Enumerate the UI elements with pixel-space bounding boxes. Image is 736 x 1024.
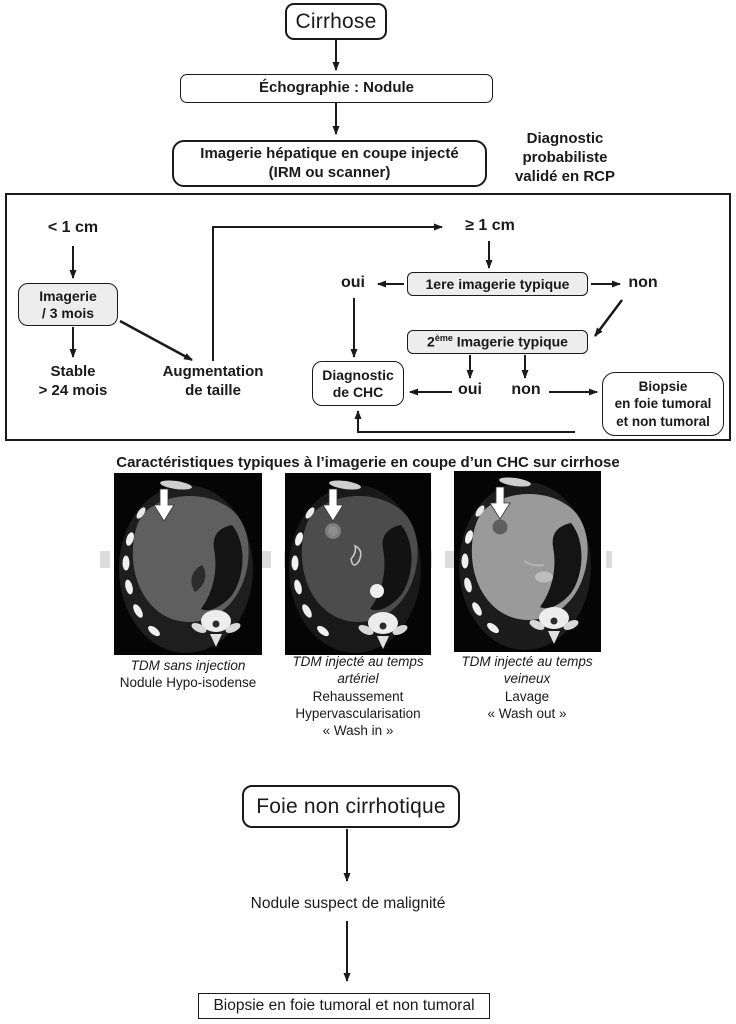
- biopsie-node: Biopsie en foie tumoral et non tumoral: [602, 372, 724, 436]
- stable-line2: > 24 mois: [38, 381, 108, 399]
- caption-line: « Wash out »: [487, 705, 567, 721]
- second-imaging-prefix: 2: [427, 333, 435, 350]
- nodule-arrow-icon: [489, 486, 511, 520]
- caption-line: « Wash in »: [322, 723, 394, 739]
- imagerie-line1: Imagerie hépatique en coupe injecté: [200, 144, 459, 162]
- biopsie-bottom-node: Biopsie en foie tumoral et non tumoral: [198, 993, 490, 1019]
- caption-line: Nodule Hypo-isodense: [119, 675, 257, 691]
- cirrhose-label: Cirrhose: [295, 9, 377, 33]
- first-imaging-node: 1ere imagerie typique: [407, 272, 588, 296]
- oui-2-label: oui: [453, 381, 487, 399]
- imagerie-3mois-line2: / 3 mois: [41, 304, 95, 321]
- first-imaging-label: 1ere imagerie typique: [425, 275, 570, 292]
- note-line3: validé en RCP: [514, 167, 616, 185]
- caption-unenhanced: TDM sans injection Nodule Hypo-isodense: [93, 657, 283, 692]
- second-imaging-node: 2ème Imagerie typique: [407, 330, 588, 354]
- vertebra: [529, 607, 579, 644]
- augmentation-label: Augmentation de taille: [152, 363, 274, 401]
- second-imaging-rest: Imagerie typique: [452, 333, 568, 350]
- algorithm-frame: [5, 193, 731, 441]
- foie-non-cirrhotique-node: Foie non cirrhotique: [242, 785, 460, 828]
- chc-line1: Diagnostic: [322, 366, 394, 383]
- diagnostic-chc-node: Diagnostic de CHC: [312, 361, 404, 406]
- imaging-section-title: Caractéristiques typiques à l’imagerie e…: [116, 454, 620, 471]
- biopsie-line3: et non tumoral: [616, 413, 710, 429]
- caption-line: TDM sans injection: [130, 658, 246, 673]
- oui-1-text: oui: [341, 274, 365, 291]
- non-2-label: non: [507, 381, 545, 399]
- lt-1cm-text: < 1 cm: [47, 219, 99, 236]
- echographie-label: Échographie : Nodule: [258, 79, 414, 97]
- biopsie-line2: en foie tumoral: [614, 396, 712, 412]
- caption-line: artériel: [337, 671, 379, 687]
- caption-venous: TDM injecté au temps veineux Lavage « Wa…: [441, 653, 613, 722]
- caption-line: Hypervascularisation: [295, 705, 421, 721]
- caption-line: veineux: [503, 671, 551, 687]
- nodule-suspect-text: Nodule suspect de malignité: [250, 895, 446, 912]
- foie-label: Foie non cirrhotique: [256, 794, 446, 818]
- augmentation-line1: Augmentation: [162, 363, 264, 380]
- diagnostic-probabiliste-note: Diagnostic probabiliste validé en RCP: [500, 130, 630, 186]
- cirrhose-node: Cirrhose: [285, 3, 387, 40]
- ct-scan-unenhanced-image: [114, 473, 262, 655]
- stable-line1: Stable: [50, 363, 96, 380]
- oui-2-text: oui: [458, 381, 482, 398]
- biopsie-line1: Biopsie: [638, 378, 688, 394]
- nodule-arrow-icon: [153, 488, 175, 522]
- oui-1-label: oui: [336, 274, 370, 292]
- ct-scan-arterial: [285, 473, 431, 655]
- second-imaging-sup: ème: [434, 333, 453, 344]
- echographie-node: Échographie : Nodule: [180, 74, 493, 103]
- ge-1cm-label: ≥ 1 cm: [449, 217, 531, 235]
- caption-line: Lavage: [504, 688, 550, 704]
- nodule-suspect-label: Nodule suspect de malignité: [218, 895, 478, 913]
- caption-line: Rehaussement: [312, 688, 404, 704]
- ct-scan-venous-image: [454, 471, 601, 652]
- note-line1: Diagnostic: [526, 130, 604, 147]
- second-imaging-label: 2ème Imagerie typique: [427, 333, 568, 350]
- nodule-arrow-icon: [322, 488, 344, 522]
- ge-1cm-text: ≥ 1 cm: [465, 217, 515, 234]
- imagerie-3mois-node: Imagerie / 3 mois: [18, 283, 118, 326]
- vertebra: [358, 612, 408, 649]
- ct-scan-unenhanced: [114, 473, 262, 655]
- biopsie-bottom-label: Biopsie en foie tumoral et non tumoral: [213, 997, 475, 1014]
- note-line2: probabiliste: [522, 148, 608, 166]
- caption-arterial: TDM injecté au temps artériel Rehausseme…: [272, 653, 444, 739]
- imagerie-line2: (IRM ou scanner): [268, 163, 391, 181]
- ct-scan-arterial-image: [285, 473, 431, 655]
- non-1-text: non: [628, 274, 658, 291]
- augmentation-line2: de taille: [185, 381, 241, 399]
- caption-line: TDM injecté au temps: [461, 654, 593, 669]
- non-2-text: non: [511, 381, 541, 398]
- vertebra: [191, 610, 241, 647]
- ct-scan-venous: [454, 471, 601, 652]
- imagerie-hepatique-node: Imagerie hépatique en coupe injecté (IRM…: [172, 140, 487, 187]
- lt-1cm-label: < 1 cm: [33, 219, 113, 237]
- non-1-label: non: [624, 274, 662, 292]
- caption-line: TDM injecté au temps: [292, 654, 424, 669]
- stable-label: Stable > 24 mois: [23, 363, 123, 401]
- imagerie-3mois-line1: Imagerie: [39, 287, 97, 304]
- chc-line2: de CHC: [332, 383, 384, 400]
